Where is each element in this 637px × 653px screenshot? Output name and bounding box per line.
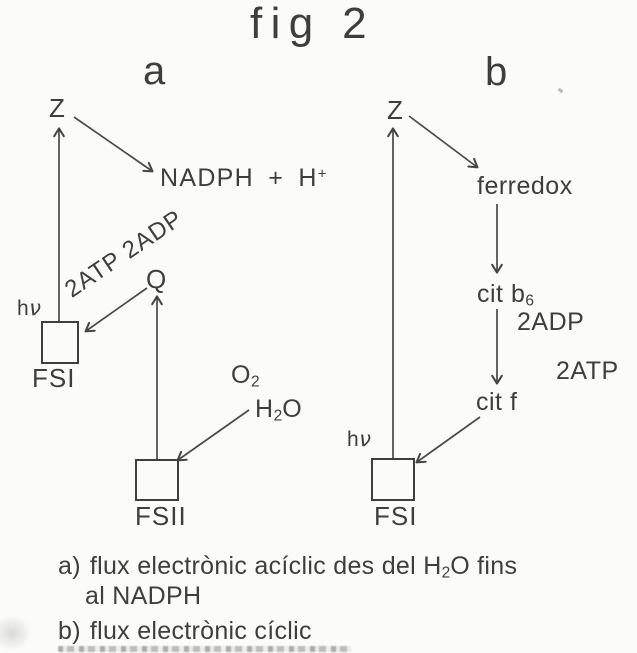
caption-b-prefix: b) [58,617,81,645]
nadph-text: NADPH + H [160,164,318,192]
arrow-z-to-ferredox-b [408,115,479,169]
label-hv-a: hν [17,297,41,320]
panel-b-label: b [485,50,508,94]
fsi-box-b [371,458,415,501]
label-cit-f: cit f [476,388,518,416]
caption-a-text-pre: flux electrònic acíclic des del H [89,552,442,580]
hv-nu-a: ν [29,296,42,320]
caption-h2o-subscript: 2 [441,564,451,582]
node-q-a: Q [146,264,167,294]
label-fsi-a: FSI [32,363,76,393]
h2o-o: O [282,395,303,423]
label-hv-b: hν [347,428,371,451]
label-h2o: H2O [255,396,302,425]
arrow-z-to-nadph-a [73,116,154,173]
citb6-subscript: 6 [525,292,534,310]
label-nadph: NADPH + H+ [160,165,327,191]
caption-b-text: flux electrònic cíclic [89,617,312,645]
h2o-h: H [255,395,274,423]
caption-a-prefix: a) [58,552,81,580]
hv-h-b: h [347,428,360,451]
label-2atp-b: 2ATP [556,357,619,385]
caption-line-a1: a) flux electrònic acíclic des del H2O fi… [58,553,517,582]
label-fsi-b: FSI [374,501,418,531]
hv-h-a: h [17,297,30,320]
fsi-box-a [41,321,79,364]
h2o-subscript: 2 [273,407,283,425]
caption-line-b: b) flux electrònic cíclic [58,618,312,644]
label-2adp-b: 2ADP [517,308,585,336]
arrow-citf-to-fsi-b [415,416,481,464]
o2-text: O [231,361,251,389]
hv-nu-b: ν [359,427,372,451]
caption-a-text-post: O fins [450,552,518,580]
node-z-a: Z [49,93,66,123]
o2-subscript: 2 [250,373,260,391]
panel-a-label: a [143,49,166,93]
caption-line-a2: al NADPH [85,582,202,610]
node-z-b: Z [387,95,404,125]
figure-title: fig 2 [250,0,375,48]
label-o2: O2 [231,362,260,391]
arrow-h2o-to-fsii-a [176,409,250,462]
label-cit-b6: cit b6 [477,281,534,310]
nadph-plus-superscript: + [317,165,327,183]
arrow-q-to-fsi-a [84,287,148,333]
label-fsii-a: FSII [135,501,187,531]
fsii-box-a [135,459,179,501]
citb6-text: cit b [477,280,526,308]
label-ferredox: ferredox [477,172,573,200]
